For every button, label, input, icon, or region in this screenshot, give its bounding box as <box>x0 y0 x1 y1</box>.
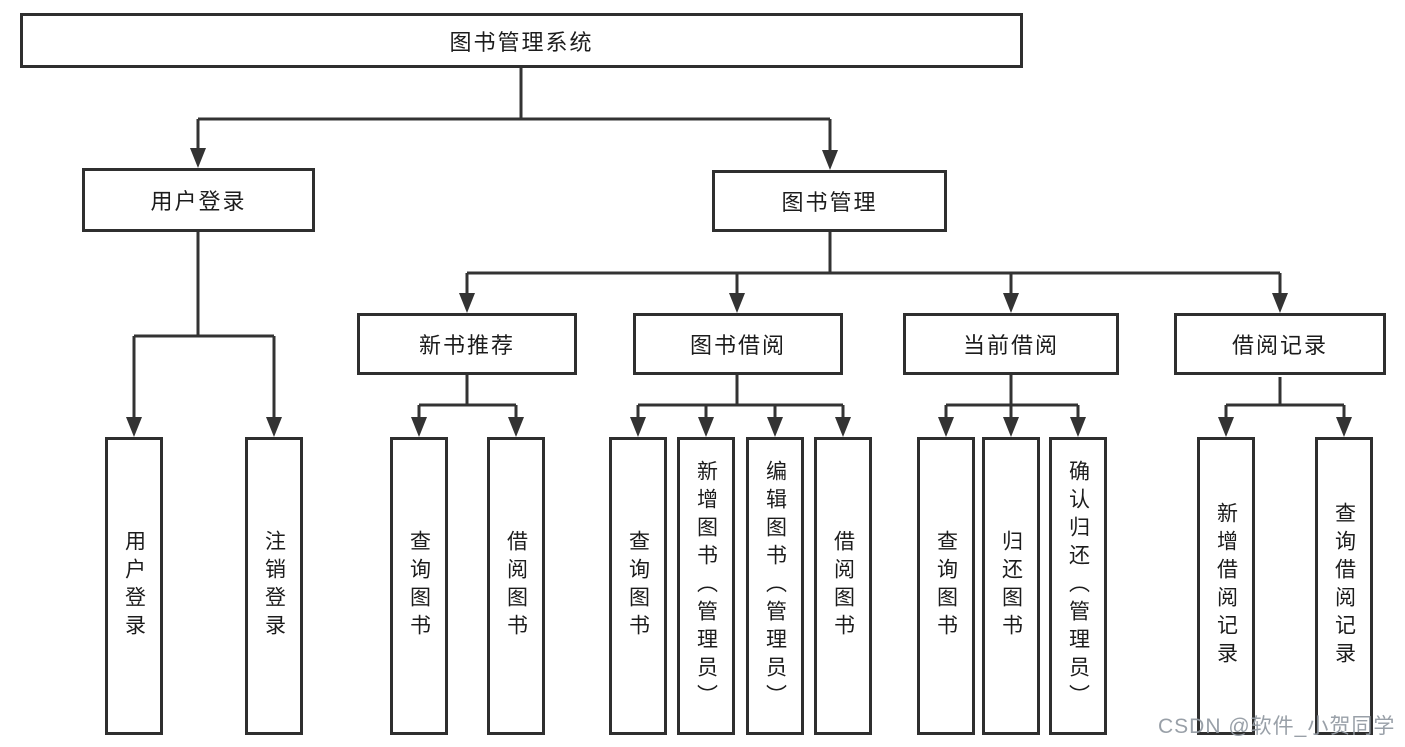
arrowhead-borrow-leaf2 <box>698 417 714 437</box>
arrowhead-borrow-records <box>1272 293 1288 313</box>
leaf-cb-query-books-label: 查询图书 <box>934 530 958 642</box>
csdn-watermark: CSDN @软件_小贺同学 <box>1158 715 1396 738</box>
arrowhead-leaf-logout <box>266 417 282 437</box>
node-new-book-rec-label: 新书推荐 <box>418 333 515 358</box>
leaf-bb-query-books-label: 查询图书 <box>626 530 650 642</box>
node-current-borrow: 当前借阅 <box>903 313 1119 375</box>
leaf-user-login: 用户登录 <box>105 437 163 735</box>
leaf-cb-return-books: 归还图书 <box>982 437 1040 735</box>
leaf-rec-query-books-label: 查询图书 <box>407 530 431 642</box>
leaf-cb-return-books-label: 归还图书 <box>999 530 1023 642</box>
node-book-borrow: 图书借阅 <box>633 313 843 375</box>
leaf-cb-confirm-return-label: 确认归还（管理员） <box>1066 460 1090 712</box>
leaf-bb-query-books: 查询图书 <box>609 437 667 735</box>
leaf-bb-borrow-books: 借阅图书 <box>814 437 872 735</box>
leaf-user-login-label: 用户登录 <box>122 530 146 642</box>
arrowhead-borrow-leaf1 <box>630 417 646 437</box>
leaf-br-add-record: 新增借阅记录 <box>1197 437 1255 735</box>
node-root-label: 图书管理系统 <box>449 29 594 55</box>
leaf-bb-add-books-label: 新增图书（管理员） <box>694 460 718 712</box>
leaf-cb-query-books: 查询图书 <box>917 437 975 735</box>
arrowhead-rec-leaf2 <box>508 417 524 437</box>
leaf-br-query-record: 查询借阅记录 <box>1315 437 1373 735</box>
arrowhead-current-leaf3 <box>1070 417 1086 437</box>
arrowhead-records-leaf1 <box>1218 417 1234 437</box>
leaf-br-add-record-label: 新增借阅记录 <box>1214 502 1238 670</box>
leaf-bb-edit-books: 编辑图书（管理员） <box>746 437 804 735</box>
node-user-login-label: 用户登录 <box>150 189 247 214</box>
node-book-mgmt: 图书管理 <box>712 170 947 232</box>
arrowheads <box>126 148 1352 437</box>
leaf-logout-label: 注销登录 <box>262 530 286 642</box>
arrowhead-current-leaf1 <box>938 417 954 437</box>
node-book-borrow-label: 图书借阅 <box>689 333 786 358</box>
leaf-bb-borrow-books-label: 借阅图书 <box>831 530 855 642</box>
leaf-cb-confirm-return: 确认归还（管理员） <box>1049 437 1107 735</box>
arrowhead-new-book-rec <box>459 293 475 313</box>
arrowhead-current-leaf2 <box>1003 417 1019 437</box>
leaf-bb-add-books: 新增图书（管理员） <box>677 437 735 735</box>
arrowhead-leaf-login <box>126 417 142 437</box>
leaf-br-query-record-label: 查询借阅记录 <box>1332 502 1356 670</box>
leaf-bb-edit-books-label: 编辑图书（管理员） <box>763 460 787 712</box>
arrowhead-book-mgmt <box>822 150 838 170</box>
node-root: 图书管理系统 <box>20 13 1023 68</box>
arrowhead-borrow-leaf4 <box>835 417 851 437</box>
leaf-logout: 注销登录 <box>245 437 303 735</box>
node-current-borrow-label: 当前借阅 <box>962 333 1059 358</box>
leaf-rec-query-books: 查询图书 <box>390 437 448 735</box>
arrowhead-current-borrow <box>1003 293 1019 313</box>
arrowhead-book-borrow <box>729 293 745 313</box>
leaf-rec-borrow-books: 借阅图书 <box>487 437 545 735</box>
arrowhead-records-leaf2 <box>1336 417 1352 437</box>
node-user-login: 用户登录 <box>82 168 315 232</box>
node-borrow-records: 借阅记录 <box>1174 313 1386 375</box>
arrowhead-rec-leaf1 <box>411 417 427 437</box>
leaf-rec-borrow-books-label: 借阅图书 <box>504 530 528 642</box>
node-new-book-rec: 新书推荐 <box>357 313 577 375</box>
node-book-mgmt-label: 图书管理 <box>781 190 878 215</box>
node-borrow-records-label: 借阅记录 <box>1231 333 1328 358</box>
arrowhead-user-login <box>190 148 206 168</box>
arrowhead-borrow-leaf3 <box>767 417 783 437</box>
